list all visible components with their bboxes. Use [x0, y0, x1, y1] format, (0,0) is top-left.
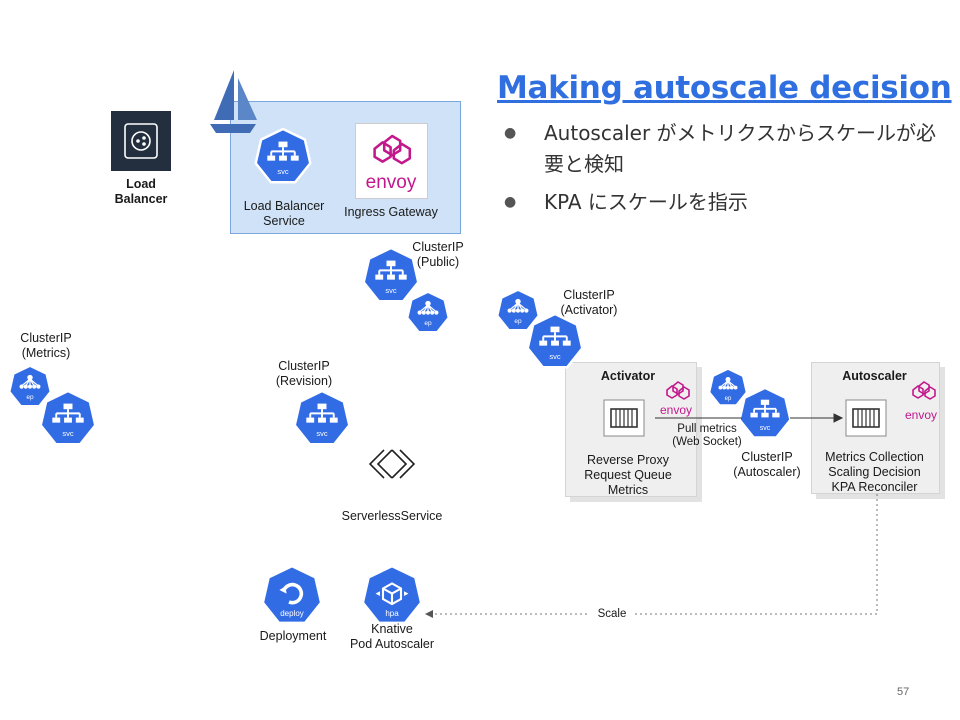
clusterip-autoscaler-label: ClusterIP (Autoscaler) — [727, 450, 807, 480]
slide-title: Making autoscale decision — [497, 70, 952, 106]
clusterip-metrics-label: ClusterIP (Metrics) — [12, 331, 80, 361]
activator-description: Reverse Proxy Request Queue Metrics — [565, 453, 691, 498]
bullet-text: KPA にスケールを指示 — [544, 190, 748, 214]
label-line: Request Queue — [584, 468, 672, 482]
label-line: Knative — [371, 622, 413, 636]
ingress-gateway-label: Ingress Gateway — [344, 205, 438, 219]
deploy-text: deploy — [280, 609, 304, 618]
label-line: Metrics — [607, 483, 649, 497]
label-line: (Autoscaler) — [733, 465, 801, 479]
autoscaler-description: Metrics Collection Scaling Decision KPA … — [811, 450, 938, 495]
bullet-item: ● KPA にスケールを指示 — [502, 187, 942, 218]
label-line: (Metrics) — [21, 346, 71, 360]
hpa-text: hpa — [385, 609, 399, 618]
ep-text: ep — [514, 318, 522, 325]
deployment-icon — [261, 564, 323, 625]
activator-queue-icon — [603, 399, 645, 437]
istio-sail-icon — [210, 70, 257, 133]
deployment-label: Deployment — [259, 629, 327, 643]
svc-text: svc — [760, 425, 771, 432]
ep-text: ep — [424, 320, 432, 327]
svc-text: svc — [277, 167, 289, 176]
label-line: (Public) — [416, 255, 460, 269]
envoy-text: envoy — [366, 172, 417, 193]
pull-metrics-arrow — [655, 413, 844, 423]
bullet-item: ● Autoscaler がメトリクスからスケールが必要と検知 — [502, 118, 942, 180]
label-line: ClusterIP — [741, 450, 793, 464]
label-line: ClusterIP — [278, 359, 330, 373]
hpa-icon — [361, 564, 423, 625]
activator-envoy-logo-icon — [666, 381, 690, 400]
clusterip-revision-label: ClusterIP (Revision) — [268, 359, 340, 389]
label-line: (Revision) — [275, 374, 333, 388]
label-line: KPA Reconciler — [831, 480, 918, 494]
autoscaler-queue-icon — [845, 399, 887, 437]
label-line: Pod Autoscaler — [349, 637, 435, 651]
svc-text: svc — [62, 429, 74, 438]
label-line: (Activator) — [560, 303, 618, 317]
clusterip-public-label: ClusterIP (Public) — [404, 240, 472, 270]
bullet-dot-icon: ● — [504, 194, 517, 210]
scale-arrow — [425, 494, 878, 618]
load-balancer-icon — [111, 111, 171, 171]
ep-text: ep — [26, 394, 34, 401]
label-line: ClusterIP — [563, 288, 615, 302]
ep-text: ep — [725, 396, 732, 402]
envoy-text: envoy — [905, 408, 937, 422]
scale-label: Scale — [590, 607, 634, 622]
autoscaler-title: Autoscaler — [842, 369, 907, 383]
label-line: Load — [126, 177, 156, 191]
activator-title: Activator — [600, 369, 656, 383]
label-line: Metrics Collection — [825, 450, 924, 464]
lb-service-label: Load Balancer Service — [236, 199, 332, 229]
ingress-envoy-logo-icon — [373, 134, 412, 165]
kpa-label: Knative Pod Autoscaler — [340, 622, 444, 652]
label-line: Pull metrics — [677, 423, 737, 435]
svc-text: svc — [549, 352, 561, 361]
label-line: Service — [263, 214, 305, 228]
svc-text: svc — [316, 429, 328, 438]
label-line: Load Balancer — [243, 199, 325, 213]
label-line: ClusterIP — [412, 240, 464, 254]
label-line: ClusterIP — [20, 331, 72, 345]
label-line: (Web Socket) — [672, 436, 742, 448]
svc-text: svc — [385, 286, 397, 295]
bullet-dot-icon: ● — [504, 125, 517, 141]
clusterip-activator-label: ClusterIP (Activator) — [552, 288, 626, 318]
label-line: Balancer — [114, 192, 168, 206]
serverless-service-label: ServerlessService — [341, 509, 443, 523]
label-line: Scaling Decision — [828, 465, 921, 479]
load-balancer-label: Load Balancer — [111, 177, 171, 207]
label-line: Reverse Proxy — [587, 453, 669, 467]
bullet-list: ● Autoscaler がメトリクスからスケールが必要と検知 ● KPA にス… — [502, 118, 942, 225]
pull-metrics-label: Pull metrics (Web Socket) — [667, 423, 747, 449]
page-number: 57 — [897, 686, 910, 698]
autoscaler-envoy-logo-icon — [912, 381, 936, 400]
serverless-service-icon — [368, 449, 416, 479]
bullet-text: Autoscaler がメトリクスからスケールが必要と検知 — [544, 121, 936, 176]
envoy-text: envoy — [660, 403, 692, 417]
